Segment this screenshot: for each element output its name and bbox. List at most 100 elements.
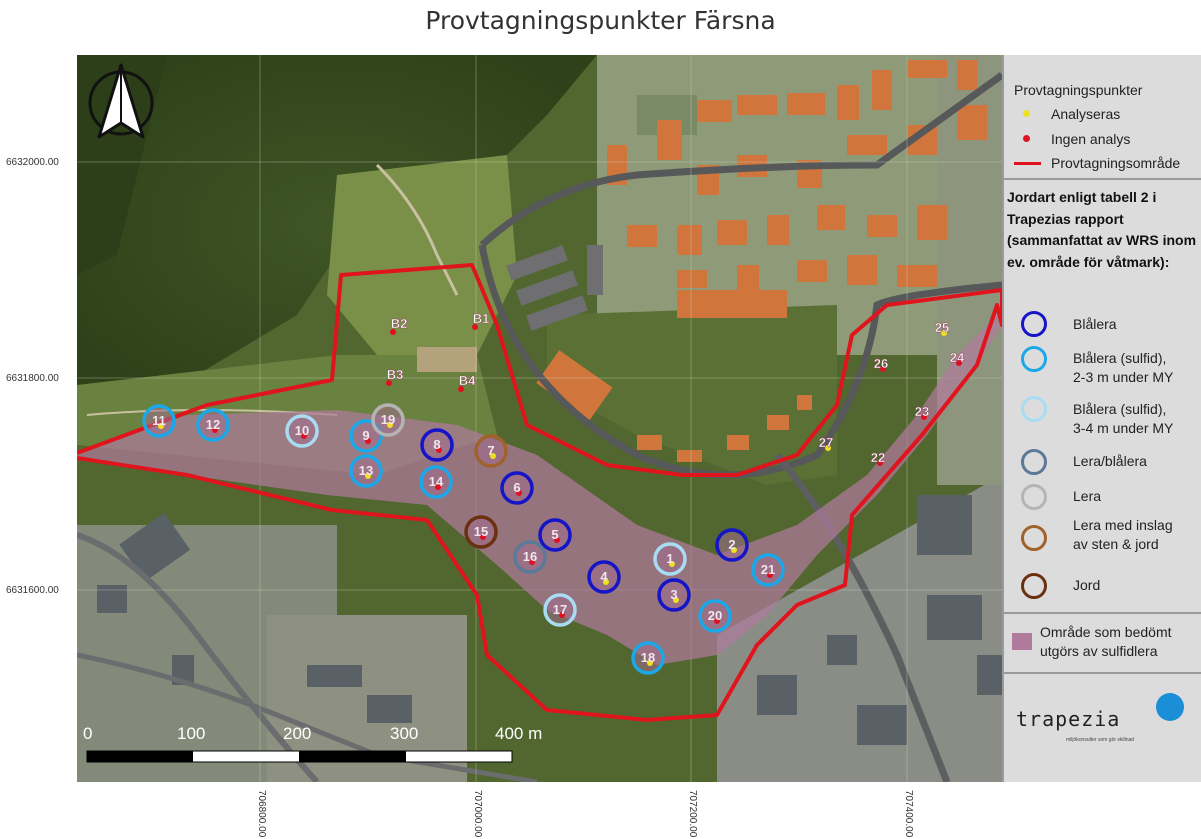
sample-point-19[interactable]: 19 [371, 403, 405, 437]
legend-ring-lera [1021, 484, 1047, 510]
sample-point-11[interactable]: 11 [142, 404, 176, 438]
road-north [479, 72, 1002, 248]
sample-point-27[interactable]: 27 [819, 435, 833, 451]
north-arrow-icon [88, 63, 154, 139]
sample-point-5[interactable]: 5 [538, 518, 572, 552]
map-canvas: 0 100 200 300 400 m 12345678910111213141… [77, 55, 1002, 782]
soil-ring [513, 540, 547, 574]
status-dot [767, 572, 773, 578]
status-dot [877, 460, 883, 466]
status-dot [516, 490, 522, 496]
point-label: 16 [523, 549, 537, 564]
legend-label-area: Provtagningsområde [1051, 155, 1181, 171]
point-label: 19 [381, 412, 395, 427]
status-dot [647, 660, 653, 666]
legend-soil-label: Lera/blålera [1073, 453, 1147, 469]
point-label: 13 [359, 463, 373, 478]
sample-point-23[interactable]: 23 [915, 404, 929, 420]
y-axis-label: 6631800.00 [6, 373, 59, 384]
legend-ring-blalera [1021, 311, 1047, 337]
sample-point-2[interactable]: 2 [715, 528, 749, 562]
y-axis-label: 6631600.00 [6, 585, 59, 596]
soil-ring [631, 641, 665, 675]
status-dot [529, 559, 535, 565]
legend-soil-label: 2-3 m under MY [1073, 369, 1174, 385]
legend-label-analyseras: Analyseras [1051, 106, 1121, 122]
status-dot [365, 438, 371, 444]
point-label: 7 [487, 443, 494, 458]
legend-label-sulfid-area: utgörs av sulfidlera [1040, 643, 1158, 659]
point-label: 27 [819, 435, 833, 450]
soil-ring [698, 599, 732, 633]
soil-ring [420, 428, 454, 462]
meadow-area [327, 155, 517, 355]
sample-point-20[interactable]: 20 [698, 599, 732, 633]
sample-point-13[interactable]: 13 [349, 454, 383, 488]
legend-ring-blalera-sulfid-2-3 [1021, 346, 1047, 372]
soil-ring [587, 560, 621, 594]
point-label: 9 [362, 428, 369, 443]
sample-point-22[interactable]: 22 [871, 450, 885, 466]
point-label: 2 [728, 537, 735, 552]
point-label: B4 [459, 373, 476, 388]
sample-point-25[interactable]: 25 [935, 320, 949, 336]
sample-point-6[interactable]: 6 [500, 471, 534, 505]
soil-ring [349, 454, 383, 488]
sample-point-b1[interactable]: B1 [472, 311, 490, 330]
point-label: 4 [600, 569, 608, 584]
point-label: 15 [474, 524, 488, 539]
sample-point-24[interactable]: 24 [950, 350, 965, 366]
buildings-apartments [506, 245, 603, 331]
sample-point-16[interactable]: 16 [513, 540, 547, 574]
sampling-area-boundary [77, 263, 1002, 722]
sample-point-7[interactable]: 7 [474, 434, 508, 468]
status-dot [301, 433, 307, 439]
point-label: 21 [761, 562, 775, 577]
sample-point-4[interactable]: 4 [587, 560, 621, 594]
sample-point-b3[interactable]: B3 [386, 367, 404, 386]
status-dot [390, 329, 396, 335]
legend-ring-lera-blalera [1021, 449, 1047, 475]
sample-point-26[interactable]: 26 [874, 356, 888, 372]
sample-point-9[interactable]: 9 [349, 419, 383, 453]
sample-point-14[interactable]: 14 [419, 465, 453, 499]
sample-point-12[interactable]: 12 [196, 408, 230, 442]
sample-point-21[interactable]: 21 [751, 553, 785, 587]
legend-dot-ingen-analys [1023, 135, 1030, 142]
soil-ring [657, 578, 691, 612]
point-label: 14 [429, 474, 444, 489]
legend-ring-blalera-sulfid-3-4 [1021, 396, 1047, 422]
soil-ring [474, 434, 508, 468]
sample-point-b4[interactable]: B4 [458, 373, 476, 392]
point-label: 10 [295, 423, 309, 438]
scale-bar [86, 750, 513, 763]
legend-line-area [1014, 162, 1041, 165]
sample-point-b2[interactable]: B2 [390, 316, 408, 335]
sample-point-1[interactable]: 1 [653, 542, 687, 576]
soil-ring [196, 408, 230, 442]
road-south [774, 452, 951, 782]
soil-ring [543, 593, 577, 627]
soil-ring [464, 515, 498, 549]
status-dot [880, 366, 886, 372]
sample-point-18[interactable]: 18 [631, 641, 665, 675]
status-dot [365, 473, 371, 479]
y-axis-label: 6632000.00 [6, 157, 59, 168]
legend-soil-label: Lera med inslag [1073, 517, 1173, 533]
sample-point-17[interactable]: 17 [543, 593, 577, 627]
point-label: 1 [666, 551, 673, 566]
status-dot [921, 414, 927, 420]
sample-point-15[interactable]: 15 [464, 515, 498, 549]
status-dot [472, 324, 478, 330]
status-dot [480, 534, 486, 540]
point-label: 20 [708, 608, 722, 623]
sample-point-8[interactable]: 8 [420, 428, 454, 462]
logo-swoosh-icon [1156, 693, 1184, 721]
status-dot [956, 360, 962, 366]
legend-dot-analyseras [1023, 110, 1030, 117]
sample-point-10[interactable]: 10 [285, 414, 319, 448]
scale-label: 0 [83, 724, 92, 743]
sample-point-3[interactable]: 3 [657, 578, 691, 612]
